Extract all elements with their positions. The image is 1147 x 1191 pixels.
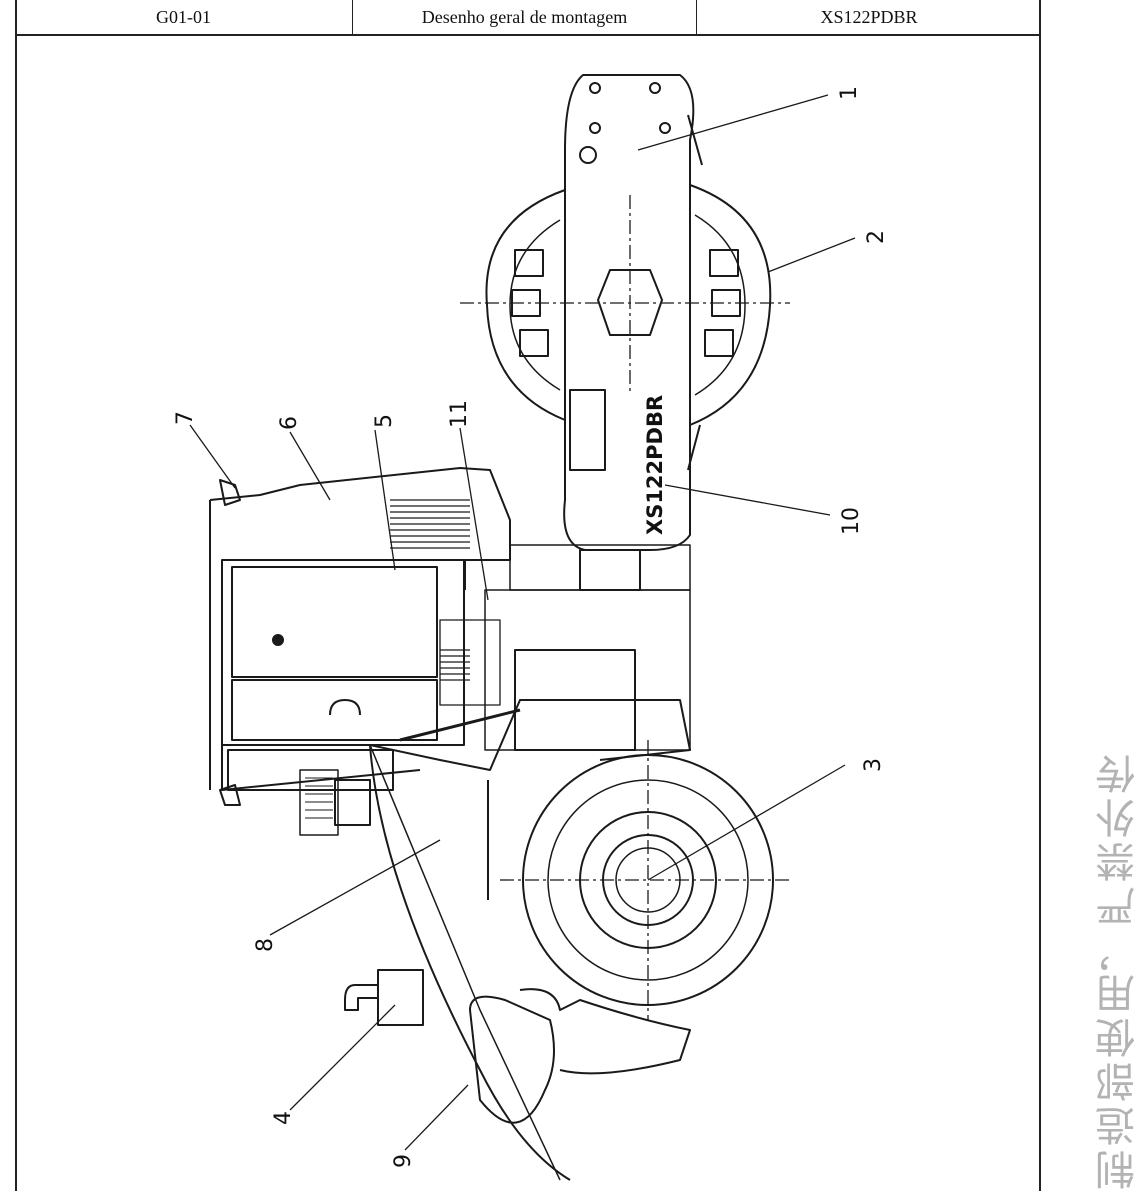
leader-lines bbox=[189, 94, 856, 1151]
callout-4: 4 bbox=[271, 1111, 296, 1125]
callout-10: 10 bbox=[839, 507, 864, 535]
drum-frame bbox=[563, 74, 695, 551]
callout-1: 1 bbox=[837, 86, 862, 100]
callout-3: 3 bbox=[861, 758, 886, 772]
drawing-title: Desenho geral de montagem bbox=[353, 0, 697, 34]
drawing-code: G01-01 bbox=[15, 0, 353, 34]
confidential-watermark: 制造部使用，严禁外传 bbox=[1096, 750, 1142, 1190]
callout-11: 11 bbox=[447, 400, 472, 428]
callout-numbers: 1 2 3 4 5 6 7 8 9 10 11 bbox=[173, 86, 889, 1168]
rearview-mirror bbox=[219, 479, 241, 806]
rear-tire bbox=[500, 740, 790, 1020]
air-cleaner bbox=[299, 769, 371, 836]
operator-cab bbox=[209, 467, 521, 791]
radiator bbox=[390, 499, 501, 706]
exhaust-pipe bbox=[344, 969, 424, 1026]
callout-7: 7 bbox=[173, 411, 198, 425]
callout-9: 9 bbox=[391, 1154, 416, 1168]
callout-2: 2 bbox=[864, 230, 889, 244]
title-block: G01-01 Desenho geral de montagem XS122PD… bbox=[15, 0, 1041, 36]
callout-5: 5 bbox=[372, 414, 397, 428]
drawing-sheet-frame bbox=[15, 0, 1041, 1191]
model-number: XS122PDBR bbox=[820, 6, 918, 27]
callout-6: 6 bbox=[277, 416, 302, 430]
frame-model-plate: XS122PDBR bbox=[643, 395, 667, 535]
articulation-joint bbox=[484, 544, 691, 751]
callout-8: 8 bbox=[253, 938, 278, 952]
vibratory-drum bbox=[460, 114, 790, 471]
rear-body bbox=[369, 699, 691, 1181]
